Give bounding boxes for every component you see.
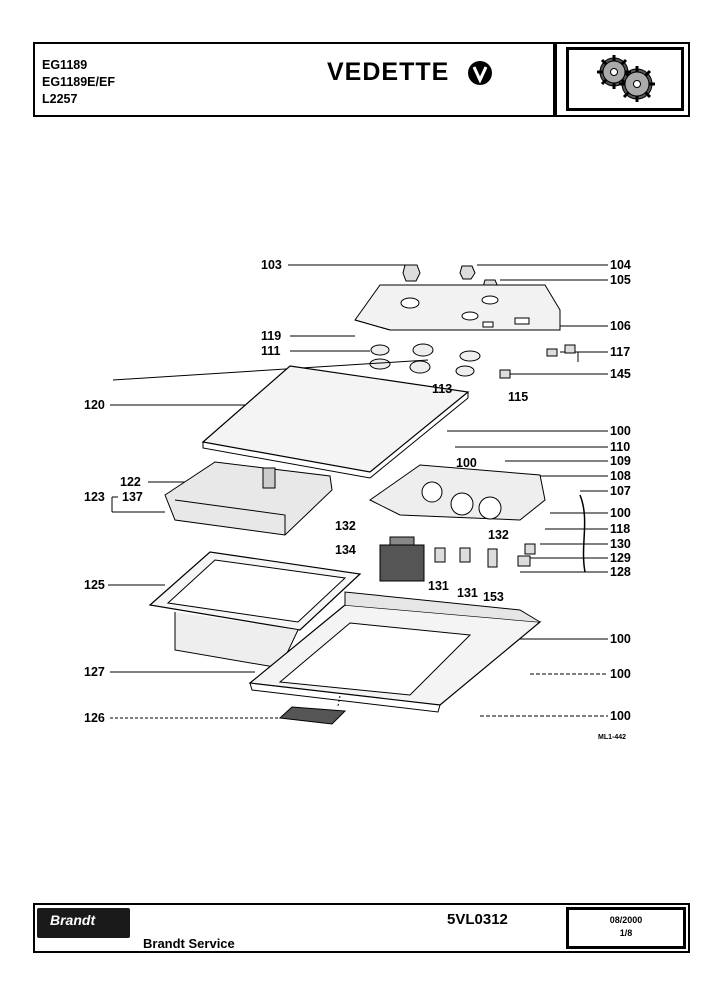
label-118: 118 bbox=[610, 522, 631, 536]
label-134: 134 bbox=[335, 543, 356, 557]
label-115: 115 bbox=[508, 390, 529, 404]
label-119: 119 bbox=[261, 329, 282, 343]
label-125: 125 bbox=[84, 578, 105, 592]
brandt-logo-text: Brandt bbox=[50, 912, 96, 928]
brand-name: VEDETTE bbox=[327, 58, 450, 86]
label-105: 105 bbox=[610, 273, 631, 287]
label-130: 130 bbox=[610, 537, 631, 551]
brandt-logo bbox=[37, 908, 130, 938]
model-3: L2257 bbox=[42, 92, 78, 106]
document-code: 5VL0312 bbox=[447, 911, 508, 928]
footer-frame bbox=[33, 903, 690, 953]
label-122: 122 bbox=[120, 475, 141, 489]
label-128: 128 bbox=[610, 565, 631, 579]
header-image-frame bbox=[566, 47, 684, 111]
header-image-box bbox=[553, 42, 690, 117]
label-145: 145 bbox=[610, 367, 631, 381]
label-153: 153 bbox=[483, 590, 504, 604]
page-number: 1/8 bbox=[619, 928, 633, 938]
document-date: 08/2000 bbox=[609, 915, 643, 925]
diagram-reference: ML1-442 bbox=[598, 734, 627, 741]
label-132-left: 132 bbox=[335, 519, 356, 533]
label-103: 103 bbox=[261, 258, 282, 272]
gears-icon bbox=[597, 55, 655, 102]
label-100-b: 100 bbox=[610, 506, 631, 520]
service-name: Brandt Service bbox=[143, 936, 235, 951]
label-107: 107 bbox=[610, 484, 631, 498]
label-100-d: 100 bbox=[610, 667, 631, 681]
label-137: 137 bbox=[122, 490, 143, 504]
label-117: 117 bbox=[610, 345, 631, 359]
vedette-logo-icon bbox=[468, 61, 492, 85]
label-110: 110 bbox=[610, 440, 631, 454]
label-100-inner: 100 bbox=[456, 456, 477, 470]
label-123: 123 bbox=[84, 490, 105, 504]
label-106: 106 bbox=[610, 319, 631, 333]
label-126: 126 bbox=[84, 711, 105, 725]
label-131-a: 131 bbox=[428, 579, 449, 593]
model-1: EG1189 bbox=[42, 58, 88, 72]
label-113: 113 bbox=[432, 382, 453, 396]
label-132-right: 132 bbox=[488, 528, 509, 542]
label-120: 120 bbox=[84, 398, 105, 412]
label-100-a: 100 bbox=[610, 424, 631, 438]
model-2: EG1189E/EF bbox=[42, 75, 115, 89]
label-129: 129 bbox=[610, 551, 631, 565]
label-127: 127 bbox=[84, 665, 105, 679]
header-frame bbox=[33, 42, 690, 117]
label-100-e: 100 bbox=[610, 709, 631, 723]
date-page-box bbox=[566, 907, 686, 949]
label-108: 108 bbox=[610, 469, 631, 483]
label-100-c: 100 bbox=[610, 632, 631, 646]
label-104: 104 bbox=[610, 258, 631, 272]
label-109: 109 bbox=[610, 454, 631, 468]
exploded-parts-diagram bbox=[108, 264, 608, 725]
label-131-b: 131 bbox=[457, 586, 478, 600]
label-111: 111 bbox=[261, 344, 281, 358]
model-list: EG1189 EG1189E/EF L2257 bbox=[42, 57, 115, 108]
